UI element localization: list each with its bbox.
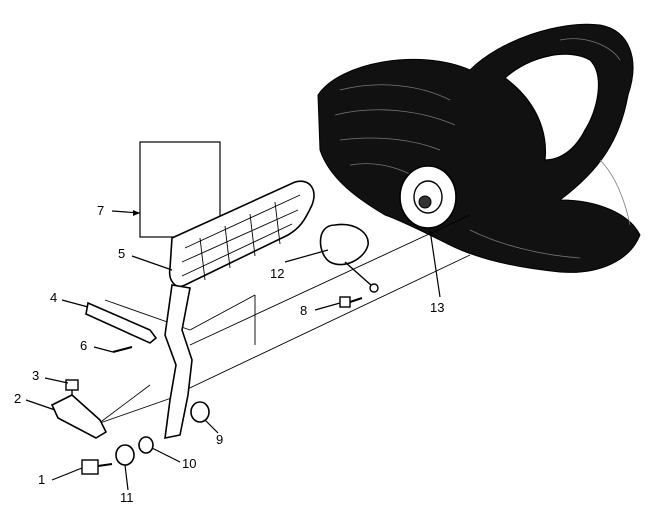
callout-12: 12	[270, 266, 284, 281]
callout-9: 9	[216, 432, 223, 447]
leader-lines	[25, 210, 441, 491]
callout-4: 4	[50, 290, 57, 305]
bolt-8	[339, 296, 363, 308]
brake-spring	[319, 223, 379, 293]
washer-9	[190, 401, 210, 423]
callout-8: 8	[300, 303, 307, 318]
brake-link	[85, 301, 158, 344]
callout-11: 11	[120, 490, 134, 505]
assembly-guide-lines	[79, 214, 471, 431]
callout-6: 6	[80, 338, 87, 353]
callout-10: 10	[182, 456, 196, 471]
callout-13: 13	[430, 300, 444, 315]
hand-guard	[168, 180, 315, 287]
saw-housing	[317, 23, 641, 273]
nut-11	[115, 444, 135, 466]
callout-5: 5	[118, 246, 125, 261]
bolt-1	[81, 459, 113, 475]
pivot-pin	[112, 346, 133, 353]
washer-10	[138, 436, 154, 454]
callout-labels: 1 2 3 4 5 6 7 8 9 10 11 12 13	[14, 203, 444, 505]
callout-2: 2	[14, 391, 21, 406]
bracket-2	[50, 394, 108, 439]
callout-1: 1	[38, 472, 45, 487]
callout-7: 7	[97, 203, 104, 218]
decal-plate	[139, 141, 221, 238]
clutch-drum	[399, 165, 457, 229]
brake-lever	[164, 284, 193, 440]
callout-3: 3	[32, 368, 39, 383]
